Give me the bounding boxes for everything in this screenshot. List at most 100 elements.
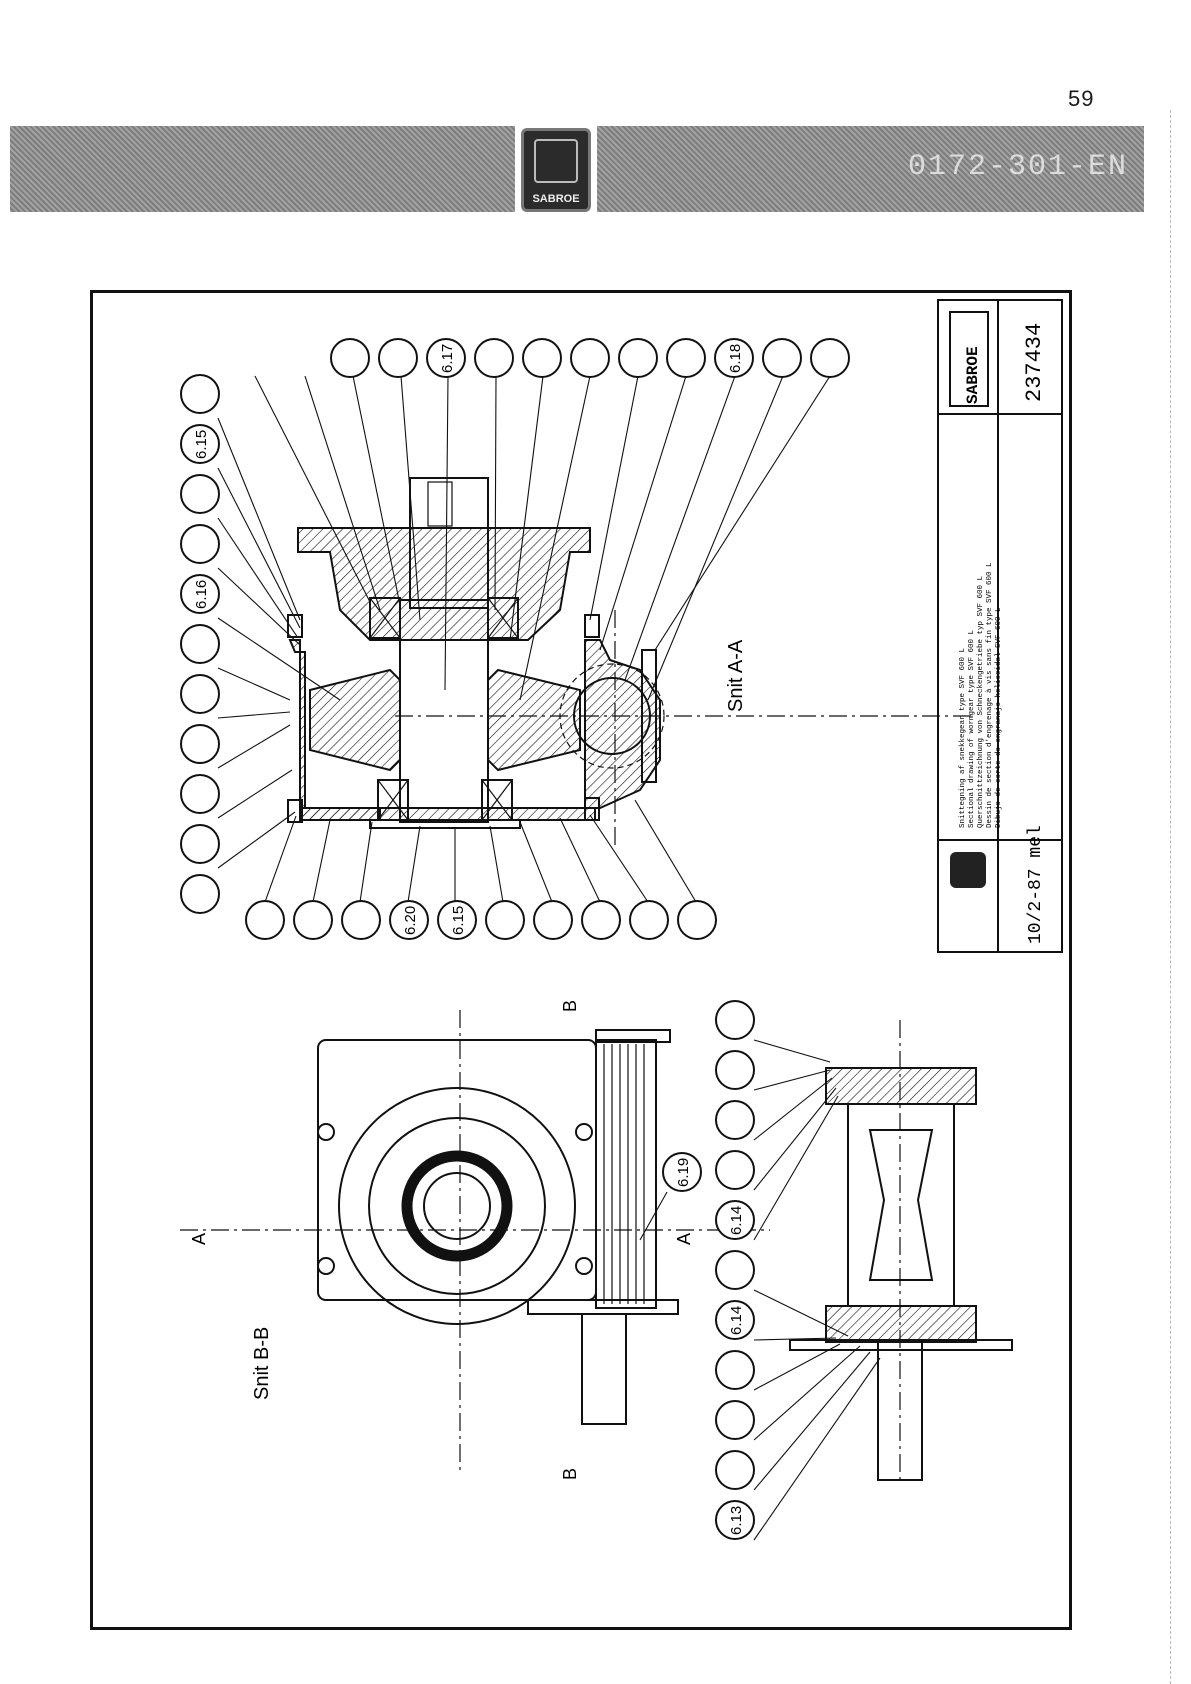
- worm-cover-top: [595, 1029, 671, 1043]
- title-block: SABROE 237434 10/2-87 mel Snittegning af…: [937, 299, 1063, 953]
- callout-bubble: [522, 338, 562, 378]
- callout-bubble: [715, 1000, 755, 1040]
- bolt: [287, 799, 303, 823]
- callout-bubble: [715, 1150, 755, 1190]
- section-a-label: Snit A-A: [725, 639, 747, 712]
- worm-wheel-left: [309, 668, 401, 772]
- callout-bubble: [715, 1250, 755, 1290]
- callout-bubble: [180, 574, 220, 614]
- callout-bubble: [437, 900, 477, 940]
- callout-bubble: [180, 774, 220, 814]
- margin-rule: [1170, 110, 1171, 1684]
- callout-bubble: [662, 1152, 702, 1192]
- callout-bubble: [762, 338, 802, 378]
- desc-line-5: Dibujo de corte de engranaje helicoidal …: [995, 607, 1003, 828]
- section-a-a: [217, 375, 975, 903]
- callout-bubble: [533, 900, 573, 940]
- callout-label: 6.18: [727, 344, 744, 373]
- callout-bubble: [180, 724, 220, 764]
- view-section-b-b: [789, 1020, 1013, 1481]
- callout-bubble: [180, 424, 220, 464]
- worm-housing: [595, 1039, 657, 1309]
- callout-label: 6.17: [439, 344, 456, 373]
- drawing-number: 237434: [1022, 323, 1047, 402]
- callout-label: 6.16: [193, 580, 210, 609]
- worm-section: [573, 677, 651, 755]
- logo-mark-icon: [534, 139, 578, 183]
- leaders-b: [639, 1039, 881, 1541]
- callout-label: 6.15: [450, 906, 467, 935]
- callouts-section-a: 6.15 6.16 6.20 6.15 6.18 6.17: [180, 338, 850, 940]
- sabroe-logo: SABROE: [521, 128, 591, 212]
- callout-bubble: [570, 338, 610, 378]
- callout-bubble: [714, 338, 754, 378]
- callout-bubble: [677, 900, 717, 940]
- callout-bubble: [245, 900, 285, 940]
- callout-bubble: [426, 338, 466, 378]
- callout-bubble: [715, 1200, 755, 1240]
- callout-bubble: [389, 900, 429, 940]
- desc-line-2: Sectional drawing of wormgear type SVF 6…: [968, 629, 976, 828]
- document-code: 0172-301-EN: [907, 150, 1128, 184]
- worm-wheel-right: [487, 668, 581, 772]
- callout-bubble: [180, 624, 220, 664]
- callout-bubble: [629, 900, 669, 940]
- cover-plate-b: [789, 1339, 1013, 1351]
- desc-line-1: Snittegning af snekkegear type SVF 600 L: [959, 647, 967, 828]
- callout-bubble: [330, 338, 370, 378]
- bolt-circle: [368, 1117, 546, 1295]
- view-front: [180, 1010, 770, 1470]
- worm-housing-bottom: [825, 1305, 977, 1343]
- callout-bubble: [715, 1400, 755, 1440]
- worm-shaft: [581, 1313, 627, 1425]
- callout-bubble: [666, 338, 706, 378]
- callout-bubble: [715, 1100, 755, 1140]
- worm-cavity: [847, 1103, 955, 1307]
- bolt: [584, 797, 600, 821]
- callout-bubble: [474, 338, 514, 378]
- housing-bottom: [299, 807, 596, 821]
- cut-mark-b-bottom: B: [560, 1468, 580, 1480]
- callout-bubble: [715, 1500, 755, 1540]
- callout-label: 6.14: [728, 1206, 745, 1235]
- callout-bubble: [180, 524, 220, 564]
- callout-bubble: [715, 1050, 755, 1090]
- callout-bubble: [378, 338, 418, 378]
- callout-bubble: [715, 1350, 755, 1390]
- callouts-section-b: 6.14 6.19 6.14 6.13: [662, 1000, 755, 1540]
- worm-housing-top: [825, 1067, 977, 1105]
- leaders-a-left: [217, 417, 341, 869]
- callout-bubble: [485, 900, 525, 940]
- cut-mark-a-bottom: A: [674, 1233, 694, 1245]
- callout-bubble: [293, 900, 333, 940]
- callout-label: 6.13: [728, 1506, 745, 1535]
- date-initials: 10/2-87 mel: [1026, 825, 1046, 944]
- callout-bubble: [180, 374, 220, 414]
- worm-profile: [868, 1129, 934, 1281]
- output-flange: [297, 527, 591, 641]
- callout-label: 6.20: [402, 906, 419, 935]
- cut-mark-a-top: A: [189, 1233, 209, 1245]
- section-b-label: Snit B-B: [251, 1327, 273, 1400]
- logo-word: SABROE: [532, 193, 580, 205]
- brand-box: [949, 311, 989, 407]
- callout-bubble: [618, 338, 658, 378]
- shaft-bore: [423, 1172, 491, 1240]
- callout-label: 6.14: [728, 1306, 745, 1335]
- callout-label: 6.15: [193, 430, 210, 459]
- callout-bubble: [180, 674, 220, 714]
- callout-bubble: [341, 900, 381, 940]
- callout-label: 6.19: [675, 1158, 692, 1187]
- title-brand: SABROE: [964, 346, 982, 404]
- callout-bubble: [715, 1300, 755, 1340]
- header-band-right: 0172-301-EN: [597, 126, 1144, 212]
- callout-bubble: [810, 338, 850, 378]
- callout-bubble: [715, 1450, 755, 1490]
- housing-ring: [338, 1087, 576, 1325]
- callout-bubble: [180, 824, 220, 864]
- shaft-seal: [401, 1150, 513, 1262]
- callout-bubble: [180, 874, 220, 914]
- title-block-frame: [937, 299, 1063, 953]
- callout-bubble: [180, 474, 220, 514]
